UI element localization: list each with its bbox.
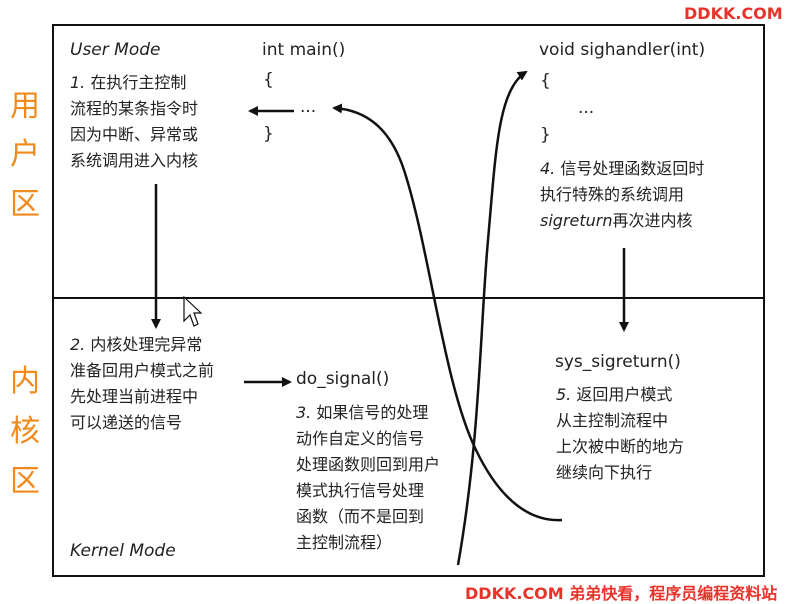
step5-note: 5. 返回用户模式 从主控制流程中 上次被中断的地方 继续向下执行 <box>556 382 684 486</box>
handler-body: ... <box>578 98 595 118</box>
step3-number: 3. <box>296 403 312 422</box>
kernel-mode-label: Kernel Mode <box>70 541 176 561</box>
main-close-brace: } <box>263 124 274 144</box>
do-signal-label: do_signal() <box>296 369 390 389</box>
step2-number: 2. <box>70 335 86 354</box>
step4-number: 4. <box>540 159 556 178</box>
step3-note: 3. 如果信号的处理 动作自定义的信号 处理函数则回到用户 模式执行信号处理 函… <box>296 400 440 556</box>
step2-line-2: 准备回用户模式之前 <box>70 361 215 380</box>
kernel-region-char-1: 内 <box>10 364 40 399</box>
step5-line-4: 继续向下执行 <box>556 463 653 482</box>
handler-close-brace: } <box>540 125 551 145</box>
kernel-region-char-3: 区 <box>10 464 40 499</box>
cursor-icon <box>183 295 203 327</box>
step2-note: 2. 内核处理完异常 准备回用户模式之前 先处理当前进程中 可以递送的信号 <box>70 332 214 436</box>
watermark-bottom: DDKK.COM 弟弟快看，程序员编程资料站 <box>465 584 778 603</box>
step3-line-1: 如果信号的处理 <box>316 403 429 422</box>
step4-line-3: 再次进内核 <box>612 211 693 230</box>
step4-sigreturn: sigreturn <box>540 211 613 230</box>
step2-line-1: 内核处理完异常 <box>90 335 203 354</box>
main-signature: int main() <box>262 40 346 60</box>
sys-sigreturn-label: sys_sigreturn() <box>555 352 681 372</box>
step1-line-3: 因为中断、异常或 <box>70 125 199 144</box>
step2-line-4: 可以递送的信号 <box>70 413 183 432</box>
step3-line-5: 函数（而不是回到 <box>296 507 425 526</box>
step1-line-2: 流程的某条指令时 <box>70 99 199 118</box>
step1-note: 1. 在执行主控制 流程的某条指令时 因为中断、异常或 系统调用进入内核 <box>70 70 198 174</box>
step5-line-2: 从主控制流程中 <box>556 411 669 430</box>
step3-line-6: 主控制流程） <box>296 533 393 552</box>
mode-divider <box>52 297 765 299</box>
step5-line-3: 上次被中断的地方 <box>556 437 685 456</box>
step4-line-2: 执行特殊的系统调用 <box>540 185 685 204</box>
arrow-sys-sigreturn-to-main <box>332 103 563 522</box>
step5-line-1: 返回用户模式 <box>576 385 673 404</box>
step1-line-4: 系统调用进入内核 <box>70 151 199 170</box>
user-region-char-2: 户 <box>10 137 40 172</box>
arrow-kernel-to-sighandler <box>456 70 528 566</box>
step2-line-3: 先处理当前进程中 <box>70 387 199 406</box>
main-open-brace: { <box>263 70 274 90</box>
step3-line-4: 模式执行信号处理 <box>296 481 425 500</box>
step4-note: 4. 信号处理函数返回时 执行特殊的系统调用 sigreturn再次进内核 <box>540 156 704 234</box>
user-region-char-1: 用 <box>10 89 40 124</box>
handler-open-brace: { <box>540 71 551 91</box>
step4-line-1: 信号处理函数返回时 <box>560 159 705 178</box>
step3-line-3: 处理函数则回到用户 <box>296 455 441 474</box>
handler-signature: void sighandler(int) <box>539 40 706 60</box>
step1-number: 1. <box>70 73 86 92</box>
user-mode-label: User Mode <box>70 40 161 60</box>
user-region-char-3: 区 <box>10 187 40 222</box>
kernel-region-char-2: 核 <box>10 414 40 449</box>
watermark-top: DDKK.COM <box>684 4 783 23</box>
step5-number: 5. <box>556 385 572 404</box>
diagram-frame <box>52 24 765 577</box>
step3-line-2: 动作自定义的信号 <box>296 429 425 448</box>
main-body: ... <box>300 97 317 117</box>
step1-line-1: 在执行主控制 <box>90 73 187 92</box>
